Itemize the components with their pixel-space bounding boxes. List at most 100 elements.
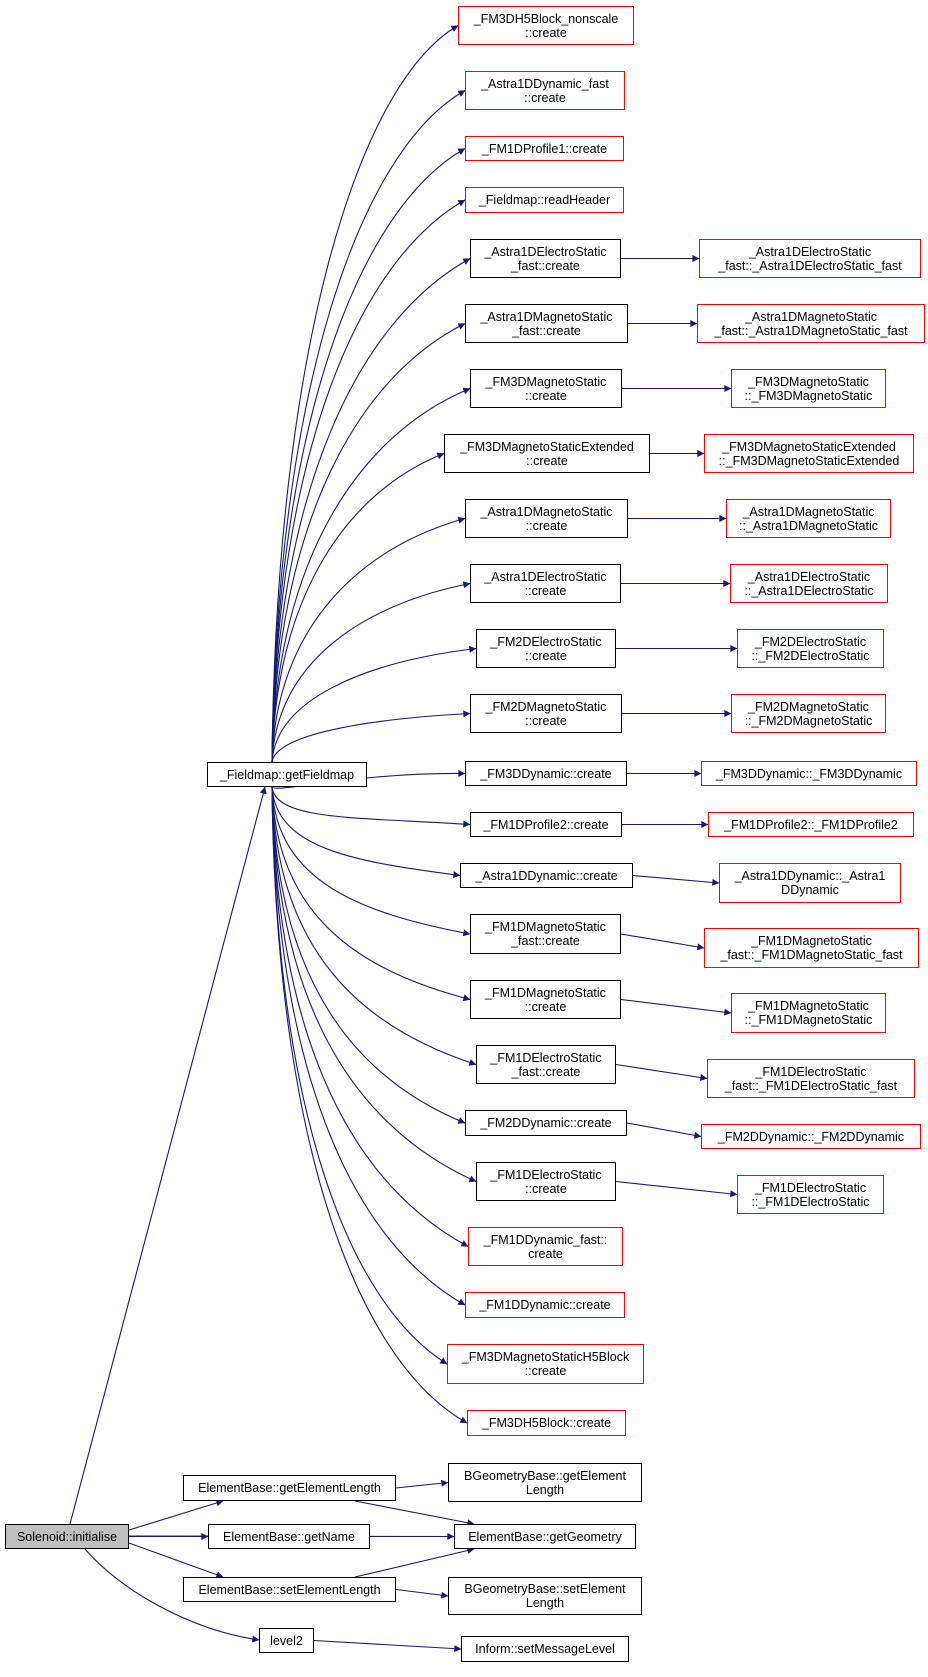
edge-getfieldmap-to-fm2des (271, 645, 477, 763)
node-label-line: ElementBase::getName (222, 1529, 355, 1544)
node-label-line: _FM3DMagnetoStatic (748, 374, 869, 389)
node-label-line: ::create (525, 713, 567, 728)
node-astra1ddyn[interactable]: _Astra1DDynamic::create (460, 863, 633, 888)
node-label-line: _Astra1DElectroStatic (747, 569, 871, 584)
node-getname[interactable]: ElementBase::getName (208, 1524, 370, 1549)
node-setelementlength[interactable]: ElementBase::setElementLength (183, 1577, 396, 1602)
edge-fm1des-to-fm1des_ctor (615, 1180, 738, 1198)
node-label-line: _Fieldmap::getFieldmap (219, 767, 355, 782)
node-astra1desfast[interactable]: _Astra1DElectroStatic_fast::create (470, 239, 621, 278)
node-getfieldmap[interactable]: _Fieldmap::getFieldmap (207, 762, 367, 787)
node-label-line: ::create (524, 1364, 567, 1378)
node-fm1dms_ctor[interactable]: _FM1DMagnetoStatic::_FM1DMagnetoStatic (731, 993, 886, 1033)
node-label-line: _Astra1DElectroStatic (484, 244, 607, 259)
node-fm1des_ctor[interactable]: _FM1DElectroStatic::_FM1DElectroStatic (737, 1175, 884, 1214)
node-setmessagelevel[interactable]: Inform::setMessageLevel (461, 1636, 629, 1662)
node-label-line: _Astra1DDynamic::create (475, 868, 618, 883)
edge-fm2ddyn-to-fm2ddyn_ctor (626, 1122, 702, 1139)
node-fm1des[interactable]: _FM1DElectroStatic::create (476, 1162, 616, 1201)
node-fm3dmsext_ctor[interactable]: _FM3DMagnetoStaticExtended::_FM3DMagneto… (704, 434, 914, 473)
node-astra1dms_ctor[interactable]: _Astra1DMagnetoStatic::_Astra1DMagnetoSt… (726, 499, 891, 538)
node-fm2des_ctor[interactable]: _FM2DElectroStatic::_FM2DElectroStatic (737, 629, 884, 668)
node-fm3dms_ctor[interactable]: _FM3DMagnetoStatic::_FM3DMagnetoStatic (731, 369, 886, 408)
node-readheader[interactable]: _Fieldmap::readHeader (465, 187, 624, 213)
node-fm2ddyn_ctor[interactable]: _FM2DDynamic::_FM2DDynamic (701, 1124, 921, 1149)
node-label-line: ::_Astra1DMagnetoStatic (739, 518, 878, 533)
node-label-line: _fast::_Astra1DElectroStatic_fast (718, 258, 902, 273)
node-fm1dms[interactable]: _FM1DMagnetoStatic::create (470, 980, 621, 1019)
node-astra1dms[interactable]: _Astra1DMagnetoStatic::create (465, 499, 628, 538)
node-astra1dmsfast_ctor[interactable]: _Astra1DMagnetoStatic_fast::_Astra1DMagn… (697, 304, 925, 343)
node-fm1desfast[interactable]: _FM1DElectroStatic_fast::create (476, 1045, 616, 1084)
edge-getfieldmap-to-fm1dms (271, 786, 471, 1002)
node-astra1ddynfast[interactable]: _Astra1DDynamic_fast::create (465, 71, 625, 110)
node-label-line: BGeometryBase::setElement (464, 1582, 626, 1596)
node-label-line: _FM3DMagnetoStaticExtended (460, 439, 634, 454)
node-label-line: _Astra1DDynamic_fast (481, 76, 609, 91)
node-label-line: ::create (524, 999, 567, 1014)
node-fm3dh5nonscale[interactable]: _FM3DH5Block_nonscale::create (458, 6, 634, 45)
node-astra1des_ctor[interactable]: _Astra1DElectroStatic::_Astra1DElectroSt… (730, 564, 888, 603)
node-label-line: _fast::create (511, 934, 580, 948)
node-fm1ddyn[interactable]: _FM1DDynamic::create (465, 1292, 625, 1318)
node-label-line: _FM1DElectroStatic (755, 1064, 867, 1079)
node-label-line: ::_FM1DMagnetoStatic (744, 1013, 873, 1027)
edge-getfieldmap-to-fm1dprofile1 (271, 148, 466, 763)
edge-solenoid-to-getelementlength (128, 1499, 224, 1531)
node-fm3dh5[interactable]: _FM3DH5Block::create (467, 1410, 626, 1436)
node-label-line: ::create (525, 648, 567, 663)
edge-getfieldmap-to-fm1des (271, 786, 477, 1183)
node-fm1dprofile1[interactable]: _FM1DProfile1::create (465, 136, 624, 161)
edge-getfieldmap-to-fm3dms (271, 387, 471, 763)
node-label-line: ::_FM2DElectroStatic (751, 648, 870, 663)
node-label-line: Inform::setMessageLevel (475, 1642, 615, 1656)
node-label-line: _Astra1DMagnetoStatic (480, 309, 613, 324)
node-label-line: _FM1DElectroStatic (490, 1167, 602, 1182)
node-label-line: _FM3DMagnetoStaticExtended (722, 439, 896, 454)
node-fm1dprofile2_ctor[interactable]: _FM1DProfile2::_FM1DProfile2 (708, 812, 914, 837)
edge-getfieldmap-to-fm3dh5 (271, 786, 468, 1424)
node-label-line: _FM1DElectroStatic (754, 1180, 867, 1195)
node-label-line: ::_Astra1DElectroStatic (744, 583, 874, 598)
node-label-line: _FM2DElectroStatic (490, 634, 602, 649)
node-label-line: _FM1DMagnetoStatic (751, 934, 872, 948)
node-astra1dmsfast[interactable]: _Astra1DMagnetoStatic_fast::create (465, 304, 628, 343)
node-astra1desfast_ctor[interactable]: _Astra1DElectroStatic_fast::_Astra1DElec… (699, 239, 921, 278)
node-fm2des[interactable]: _FM2DElectroStatic::create (476, 629, 616, 668)
node-label-line: Length (525, 1596, 565, 1610)
edge-getfieldmap-to-fm1dmsfast (271, 786, 471, 937)
node-label-line: ::create (525, 518, 568, 533)
node-fm3ddyn[interactable]: _FM3DDynamic::create (465, 761, 627, 786)
node-fm3dmsext[interactable]: _FM3DMagnetoStaticExtended::create (444, 434, 650, 473)
node-fm1dprofile2[interactable]: _FM1DProfile2::create (470, 812, 622, 837)
edge-getfieldmap-to-astra1des (271, 581, 471, 763)
node-label-line: ::create (524, 583, 567, 598)
node-label-line: _FM1DProfile2::_FM1DProfile2 (724, 817, 898, 832)
node-fm3dms[interactable]: _FM3DMagnetoStatic::create (470, 369, 622, 408)
node-label-line: _FM2DElectroStatic (754, 634, 867, 649)
node-fm2dms[interactable]: _FM2DMagnetoStatic::create (470, 694, 622, 733)
edge-getfieldmap-to-readheader (271, 199, 466, 763)
node-getgeometry[interactable]: ElementBase::getGeometry (454, 1524, 636, 1549)
node-fm1dmsfast_ctor[interactable]: _FM1DMagnetoStatic_fast::_FM1DMagnetoSta… (704, 928, 919, 968)
node-label-line: _fast::create (512, 323, 581, 338)
node-astra1des[interactable]: _Astra1DElectroStatic::create (470, 564, 621, 603)
node-fm2dms_ctor[interactable]: _FM2DMagnetoStatic::_FM2DMagnetoStatic (731, 694, 886, 733)
edge-getfieldmap-to-astra1ddynfast (271, 90, 466, 763)
node-fm3dmsh5[interactable]: _FM3DMagnetoStaticH5Block::create (447, 1344, 644, 1384)
node-level2[interactable]: level2 (259, 1628, 314, 1653)
node-label-line: ::create (526, 453, 568, 468)
node-label-line: ::create (525, 388, 567, 403)
node-label-line: _Astra1DMagnetoStatic (744, 309, 877, 324)
node-label-line: _FM1DDynamic::create (479, 1298, 611, 1312)
node-fm1desfast_ctor[interactable]: _FM1DElectroStatic_fast::_FM1DElectroSta… (707, 1059, 915, 1098)
node-fm3ddyn_ctor[interactable]: _FM3DDynamic::_FM3DDynamic (701, 761, 917, 786)
node-fm1ddynfast[interactable]: _FM1DDynamic_fast::create (468, 1227, 623, 1266)
node-fm2ddyn[interactable]: _FM2DDynamic::create (465, 1110, 627, 1136)
node-fm1dmsfast[interactable]: _FM1DMagnetoStatic_fast::create (470, 914, 621, 954)
node-getelementlength[interactable]: ElementBase::getElementLength (183, 1475, 396, 1501)
